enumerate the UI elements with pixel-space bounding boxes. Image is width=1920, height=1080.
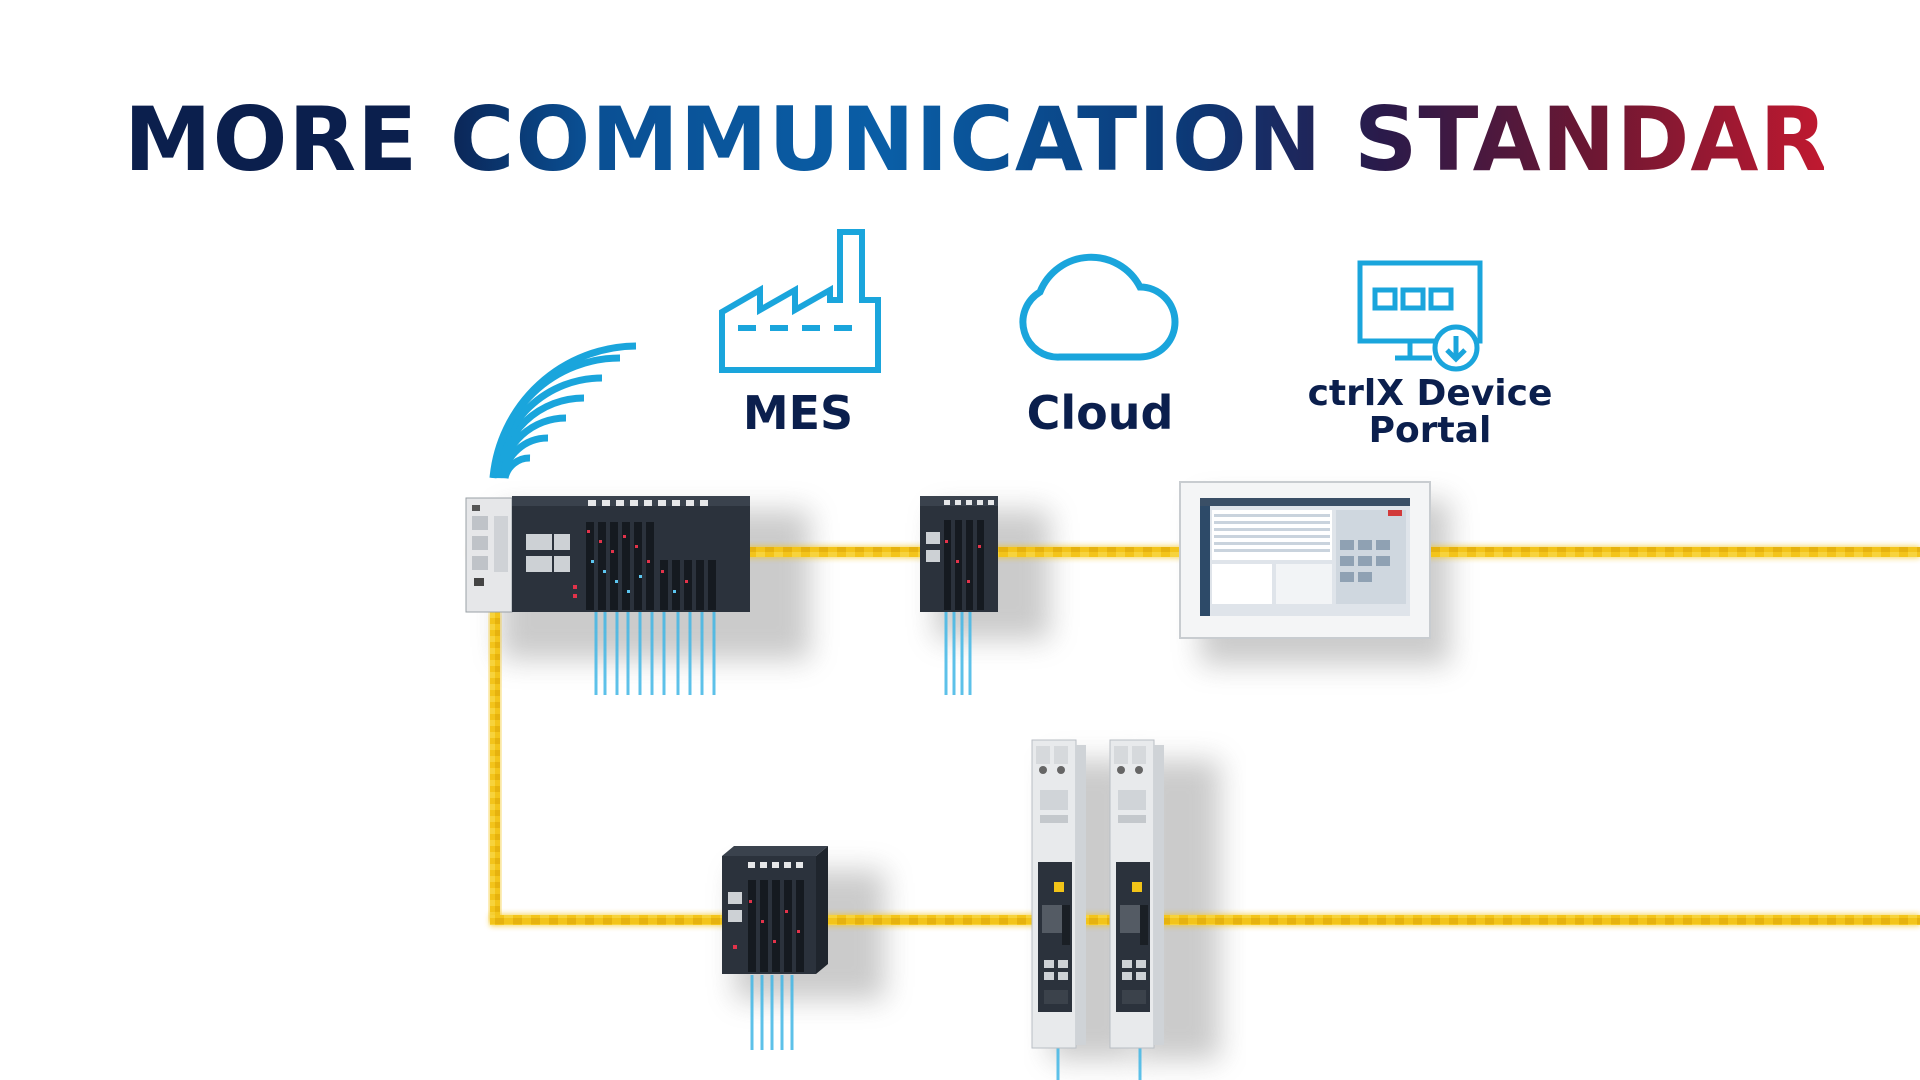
device-portal-label-line2: Portal bbox=[1368, 409, 1492, 451]
cloud-icon bbox=[1019, 253, 1179, 361]
monitor-download-icon bbox=[1357, 260, 1483, 372]
io-wires bbox=[594, 610, 1142, 1080]
io-module-top bbox=[920, 496, 998, 612]
io-module-bottom bbox=[722, 846, 828, 974]
mes-label: MES bbox=[742, 386, 854, 440]
wifi-signal-icon bbox=[489, 342, 637, 479]
device-portal-label-line1: ctrlX Device bbox=[1307, 373, 1553, 414]
device-portal-label: ctrlX Device Portal bbox=[1290, 373, 1570, 451]
ctrlx-core-controller bbox=[465, 496, 750, 613]
factory-icon bbox=[719, 229, 881, 373]
servo-drive-2 bbox=[1109, 739, 1164, 1049]
cloud-label: Cloud bbox=[1026, 386, 1174, 440]
hmi-touch-panel bbox=[1179, 481, 1431, 639]
servo-drive-1 bbox=[1031, 739, 1086, 1049]
headline: MORE COMMUNICATION STANDARDS bbox=[124, 88, 1920, 191]
